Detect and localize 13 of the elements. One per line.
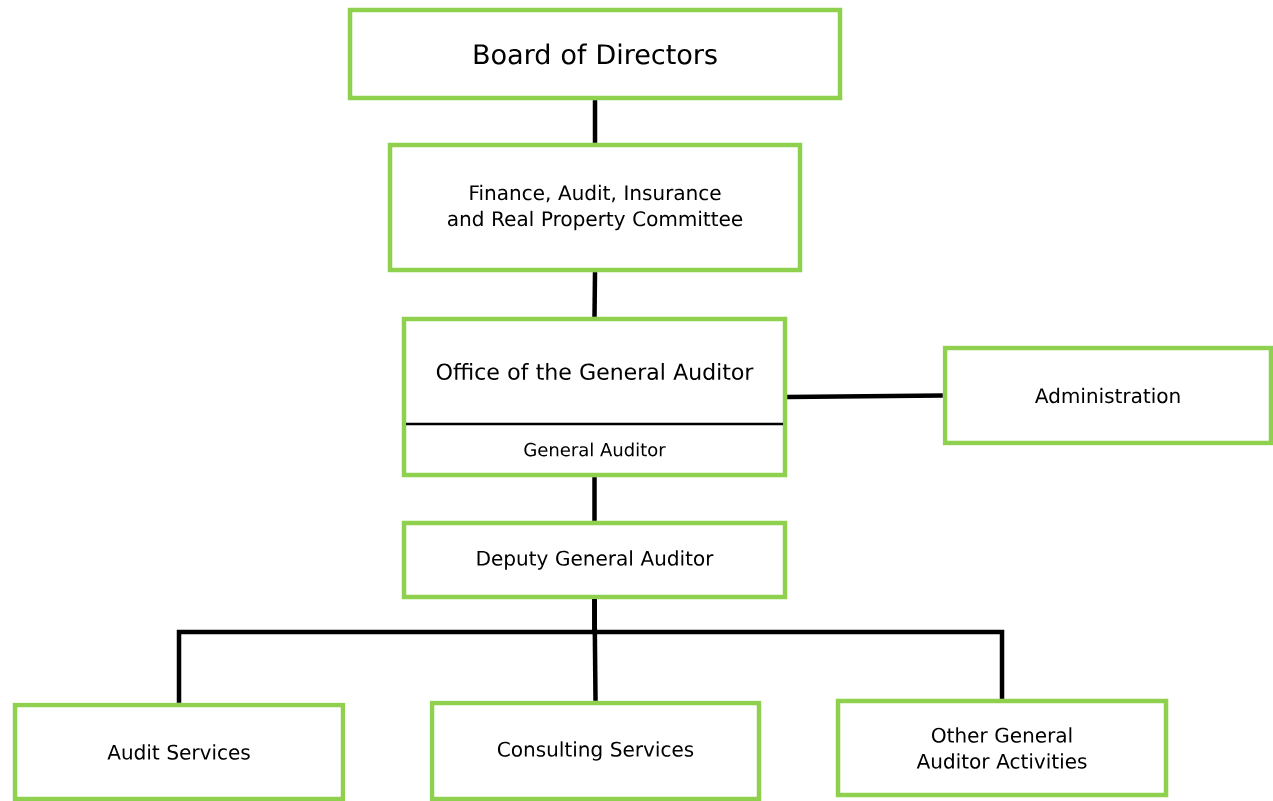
- committee-box: Finance, Audit, Insurance and Real Property Committee: [387, 142, 803, 273]
- connector-line: [787, 393, 943, 400]
- unit-box: Audit Services: [12, 702, 346, 801]
- connector-line: [592, 477, 597, 521]
- connector-line: [592, 272, 598, 317]
- connector-line: [592, 100, 598, 143]
- unit-box: Consulting Services: [429, 700, 762, 801]
- unit-box: Other General Auditor Activities: [835, 698, 1169, 798]
- connector-line: [592, 599, 1005, 699]
- unit-box: Administration: [942, 345, 1273, 446]
- unit-box: Deputy General Auditor: [401, 520, 788, 600]
- office-box: Office of the General Auditor General Auditor: [401, 316, 788, 478]
- title-box: Board of Directors: [347, 7, 843, 101]
